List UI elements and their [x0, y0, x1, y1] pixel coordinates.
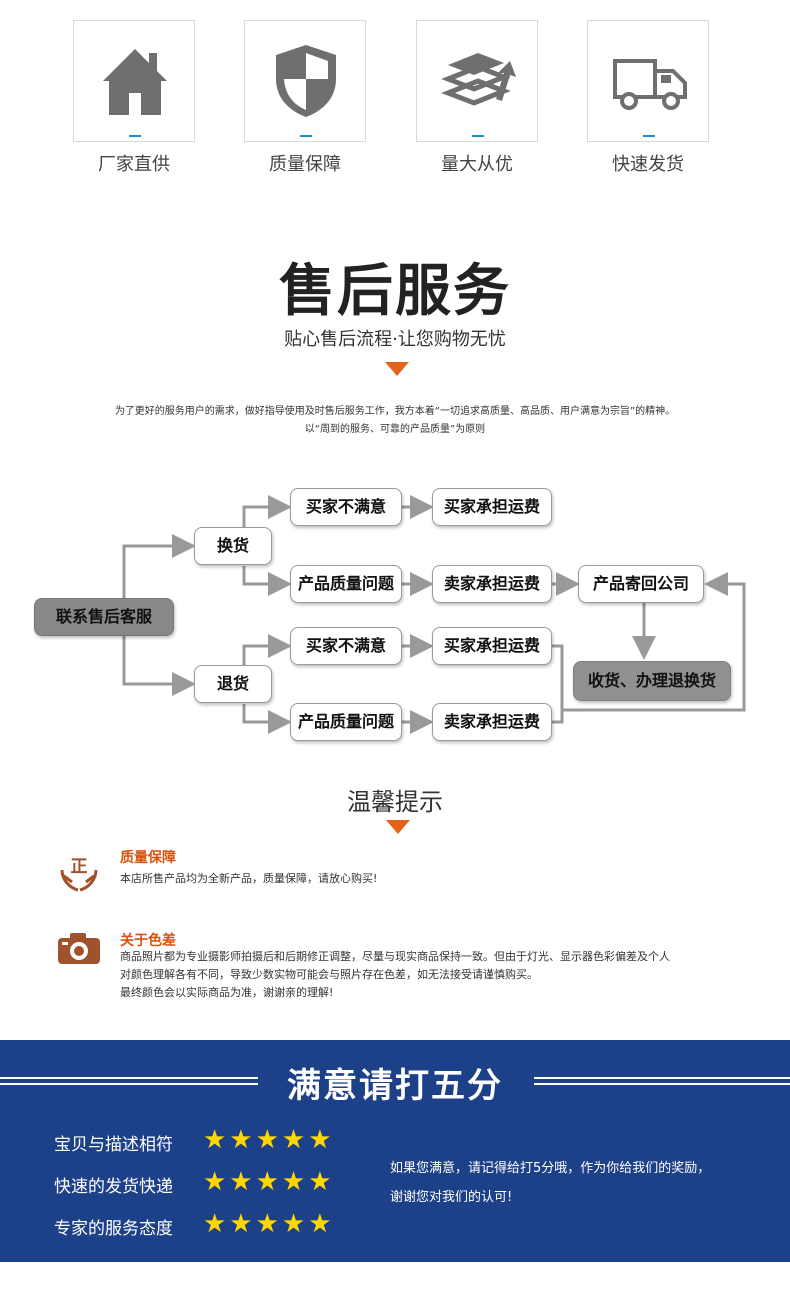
exchange-node: 换货	[194, 527, 272, 565]
return-product-issue-node: 产品质量问题	[290, 703, 402, 741]
rating-label-service: 专家的服务态度	[54, 1219, 173, 1239]
banner-right-line	[534, 1077, 790, 1079]
service-description-1: 为了更好的服务用户的需求，做好指导使用及时售后服务工作，我方本着“一切追求高质量…	[114, 406, 676, 417]
camera-icon	[56, 930, 102, 966]
feature-label-factory: 厂家直供	[98, 154, 170, 175]
exchange-buyer-pays-node: 买家承担运费	[432, 488, 552, 526]
quality-hands-icon: 正	[58, 850, 100, 892]
flow-connectors	[122, 495, 746, 734]
rating-thanks-1: 如果您满意，请记得给打5分哦，作为你给我们的奖励，	[390, 1161, 711, 1176]
service-subtitle: 贴心售后流程·让您购物无忧	[284, 329, 506, 350]
exchange-seller-pays-node: 卖家承担运费	[432, 565, 552, 603]
feature-dash	[129, 135, 141, 137]
rating-stars-shipping: ★★★★★	[203, 1167, 335, 1197]
feature-dash	[300, 135, 312, 137]
shield-icon	[276, 45, 336, 117]
rating-banner: 满意请打五分 宝贝与描述相符 ★★★★★ 快速的发货快递 ★★★★★ 专家的服务…	[0, 1040, 790, 1262]
contact-service-node: 联系售后客服	[34, 598, 174, 636]
service-description-2: 以“周到的服务、可靠的产品质量”为原则	[304, 424, 486, 435]
color-diff-title: 关于色差	[120, 933, 176, 949]
feature-label-shipping: 快速发货	[612, 154, 684, 175]
feature-dash	[472, 135, 484, 137]
feature-label-quality: 质量保障	[269, 154, 341, 175]
down-arrow-icon	[386, 820, 410, 834]
return-buyer-unsatisfied-node: 买家不满意	[290, 627, 402, 665]
color-diff-text-2: 对颜色理解各有不同，导致少数实物可能会与照片存在色差，如无法接受请谨慎购买。	[120, 968, 538, 981]
feature-box-shipping	[587, 20, 709, 142]
receive-node: 收货、办理退换货	[573, 661, 731, 701]
send-back-node: 产品寄回公司	[578, 565, 704, 603]
exchange-product-issue-node: 产品质量问题	[290, 565, 402, 603]
exchange-buyer-unsatisfied-node: 买家不满意	[290, 488, 402, 526]
rating-stars-description: ★★★★★	[203, 1125, 335, 1155]
color-diff-text-3: 最终颜色会以实际商品为准，谢谢亲的理解!	[120, 986, 334, 999]
feature-box-factory	[73, 20, 195, 142]
truck-icon	[613, 59, 687, 110]
feature-dash	[643, 135, 655, 137]
feature-box-bulk	[416, 20, 538, 142]
banner-right-line	[534, 1083, 790, 1085]
feature-box-quality	[244, 20, 366, 142]
return-buyer-pays-node: 买家承担运费	[432, 627, 552, 665]
rating-title: 满意请打五分	[287, 1066, 503, 1106]
rating-thanks-2: 谢谢您对我们的认可!	[390, 1190, 513, 1205]
layers-icon	[441, 53, 516, 106]
return-seller-pays-node: 卖家承担运费	[432, 703, 552, 741]
return-node: 退货	[194, 665, 272, 703]
tips-title: 温馨提示	[347, 788, 443, 816]
quality-text: 本店所售产品均为全新产品，质量保障，请放心购买!	[120, 872, 378, 885]
service-title: 售后服务	[279, 259, 511, 324]
rating-stars-service: ★★★★★	[203, 1209, 335, 1239]
banner-left-line	[0, 1083, 258, 1085]
feature-label-bulk: 量大从优	[441, 154, 513, 175]
rating-label-shipping: 快速的发货快递	[54, 1177, 173, 1197]
rating-label-description: 宝贝与描述相符	[54, 1135, 173, 1155]
banner-left-line	[0, 1077, 258, 1079]
down-arrow-icon	[385, 362, 409, 376]
quality-icon-char: 正	[70, 857, 88, 877]
quality-title: 质量保障	[120, 850, 176, 866]
house-icon	[103, 49, 167, 115]
color-diff-text-1: 商品照片都为专业摄影师拍摄后和后期修正调整，尽量与现实商品保持一致。但由于灯光、…	[120, 950, 670, 963]
